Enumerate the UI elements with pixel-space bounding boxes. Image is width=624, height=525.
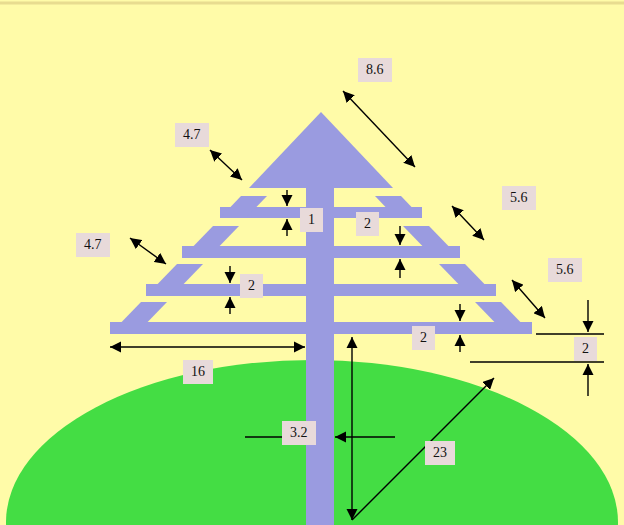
dimension-label: 2 bbox=[240, 274, 263, 298]
dimension-label: 4.7 bbox=[76, 233, 110, 257]
dimension-label: 3.2 bbox=[282, 421, 316, 445]
antenna-shape bbox=[110, 112, 532, 525]
dimension-label: 5.6 bbox=[502, 186, 536, 210]
dimension-label: 5.6 bbox=[548, 258, 582, 282]
arm bbox=[110, 322, 532, 334]
dimension-label: 8.6 bbox=[358, 58, 392, 82]
dimension-label: 23 bbox=[425, 441, 455, 465]
arm bbox=[182, 246, 460, 258]
top-edge bbox=[0, 2, 624, 5]
dimension-lines bbox=[110, 91, 604, 520]
dimension-label: 2 bbox=[574, 337, 597, 361]
dimension-label: 1 bbox=[300, 208, 323, 232]
arm bbox=[146, 284, 496, 296]
dimension-label: 2 bbox=[412, 326, 435, 350]
dimension-label: 4.7 bbox=[175, 123, 209, 147]
top-triangle bbox=[249, 112, 393, 188]
dimension-label: 16 bbox=[183, 360, 213, 384]
dimension-label: 2 bbox=[356, 212, 379, 236]
